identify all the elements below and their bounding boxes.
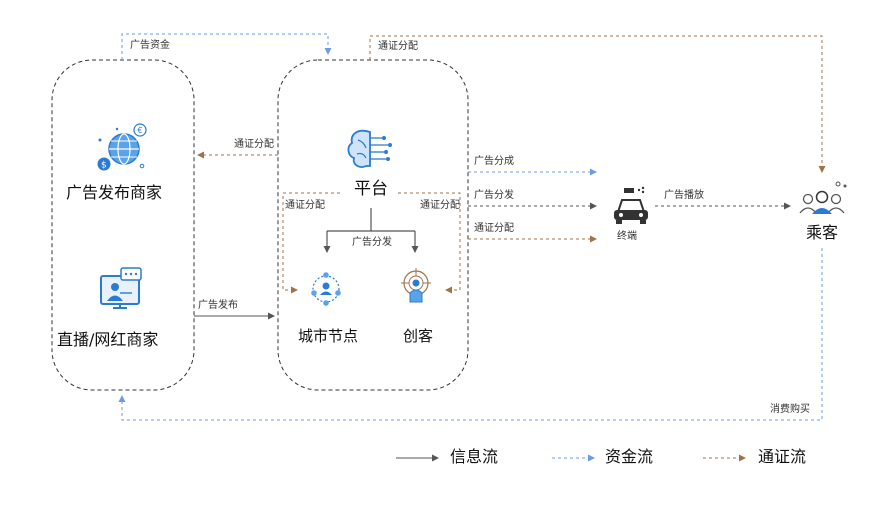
legend-fund-label: 资金流 xyxy=(605,447,654,466)
passenger-label: 乘客 xyxy=(806,223,839,242)
livestream-screen-icon xyxy=(100,267,142,309)
ad-play-label: 广告播放 xyxy=(664,190,704,201)
globe-money-icon: € $ xyxy=(97,123,147,171)
svg-text:$: $ xyxy=(101,161,107,171)
merchants-group-box xyxy=(51,59,195,391)
ad-publish-label: 广告发布 xyxy=(198,300,238,311)
platform-group-box xyxy=(277,59,469,391)
legend-token-label: 通证流 xyxy=(758,447,807,466)
legend-info-label: 信息流 xyxy=(450,447,499,466)
network-node-icon xyxy=(311,272,341,306)
advertiser-label: 广告发布商家 xyxy=(66,183,163,202)
ai-brain-icon xyxy=(347,129,392,168)
token-to-advertiser-label: 通证分配 xyxy=(234,139,274,150)
ad-revenue-share-label: 广告分成 xyxy=(474,156,514,167)
terminal-label: 终端 xyxy=(617,231,637,242)
token-to-terminal-label: 通证分配 xyxy=(474,223,514,234)
consume-purchase-edge xyxy=(118,248,823,421)
platform-label: 平台 xyxy=(354,179,388,199)
token-inner-left-label: 通证分配 xyxy=(285,200,325,211)
ad-distribute-label: 广告分发 xyxy=(474,190,514,201)
ad-funds-label: 广告资金 xyxy=(130,40,170,51)
livestreamer-label: 直播/网红商家 xyxy=(57,330,159,349)
creator-target-icon xyxy=(401,268,431,303)
ad-funds-edge xyxy=(121,33,332,60)
token-top-label: 通证分配 xyxy=(378,41,418,52)
ad-distribute-inner-label: 广告分发 xyxy=(352,237,392,248)
creator-label: 创客 xyxy=(403,327,434,345)
car-icon xyxy=(614,186,648,224)
consume-purchase-label: 消费购买 xyxy=(770,404,810,415)
city-node-label: 城市节点 xyxy=(298,327,359,345)
token-inner-right-edge xyxy=(398,192,461,294)
token-inner-right-label: 通证分配 xyxy=(420,200,460,211)
group-people-icon xyxy=(799,181,847,214)
token-top-edge xyxy=(369,35,826,173)
svg-text:€: € xyxy=(138,126,143,135)
